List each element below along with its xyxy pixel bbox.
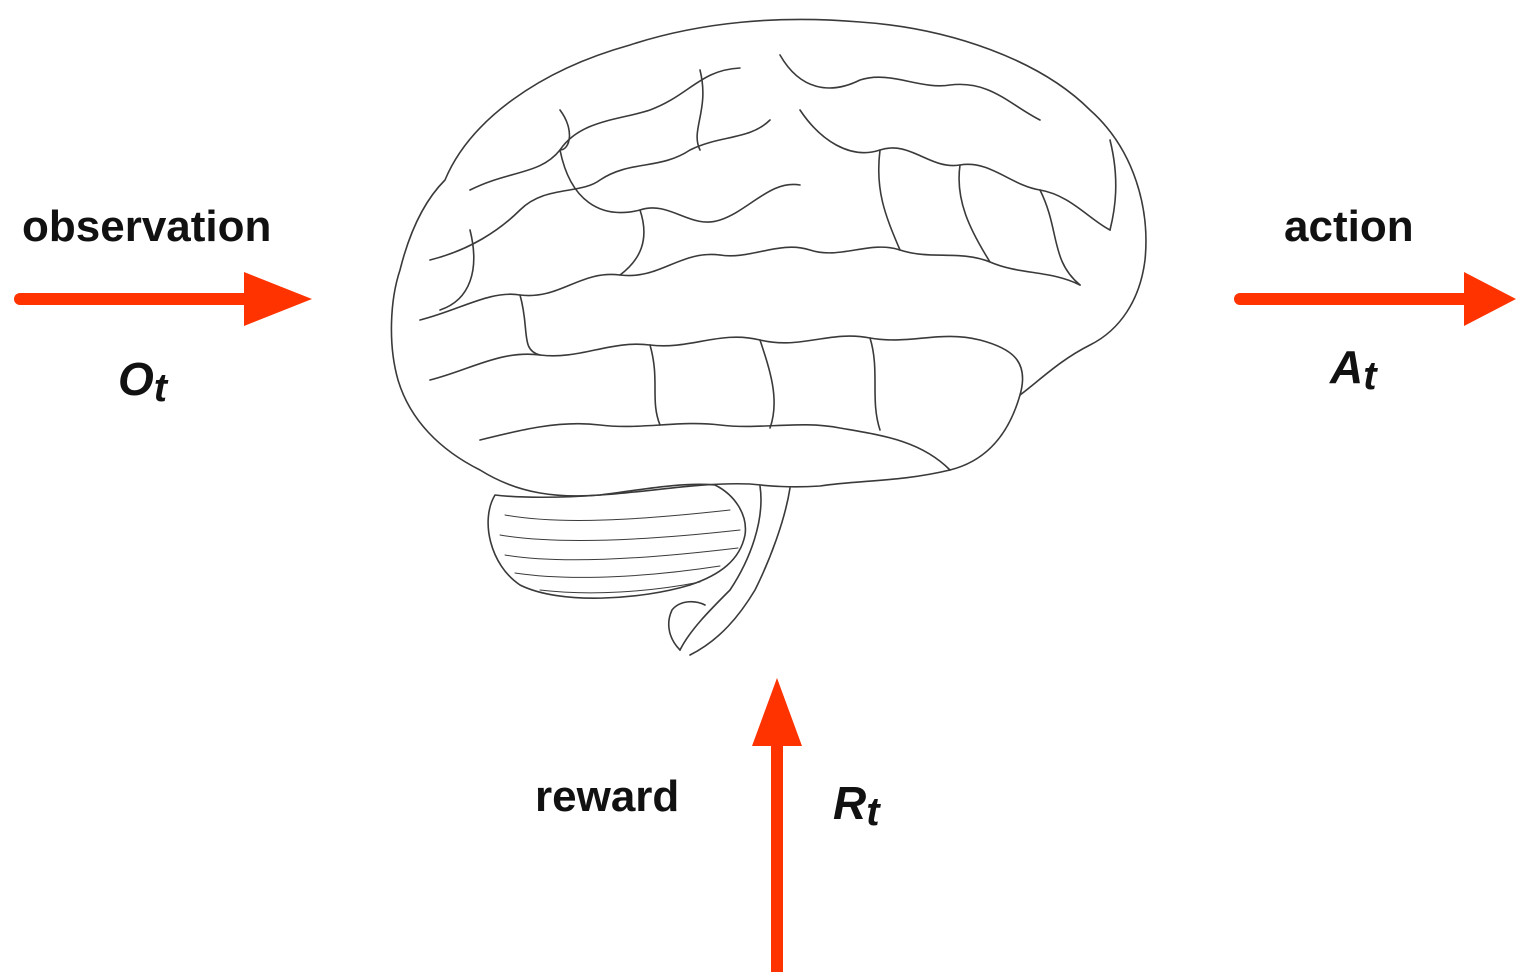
action-symbol-letter: A: [1330, 341, 1363, 393]
action-arrow: [1240, 272, 1516, 326]
reward-symbol: Rt: [833, 776, 880, 830]
reward-label: reward: [535, 772, 679, 822]
action-label: action: [1284, 202, 1414, 252]
action-symbol-subscript: t: [1363, 354, 1376, 398]
reward-arrow: [752, 678, 802, 972]
reward-symbol-letter: R: [833, 777, 866, 829]
observation-symbol: Ot: [118, 352, 167, 406]
observation-symbol-letter: O: [118, 353, 154, 405]
observation-symbol-subscript: t: [154, 366, 167, 410]
action-symbol: At: [1330, 340, 1377, 394]
brain-drawing-icon: [391, 19, 1145, 655]
observation-label: observation: [22, 202, 271, 252]
observation-arrow: [20, 272, 312, 326]
reward-symbol-subscript: t: [866, 790, 879, 834]
